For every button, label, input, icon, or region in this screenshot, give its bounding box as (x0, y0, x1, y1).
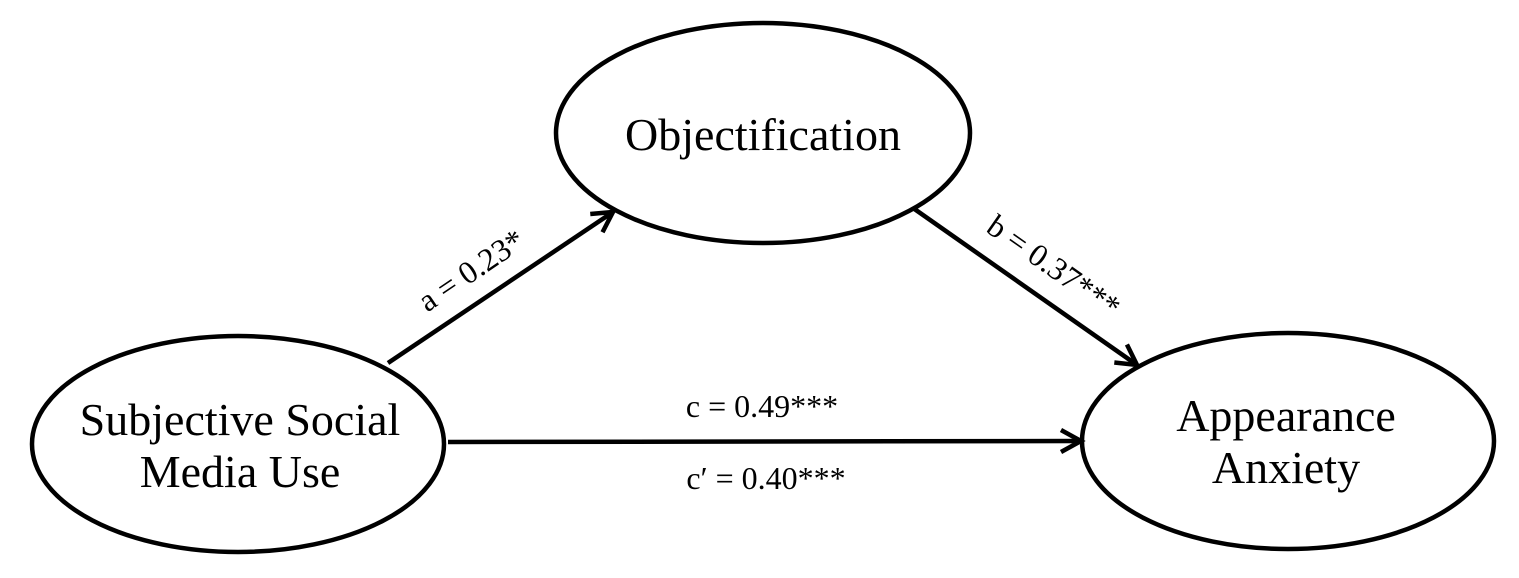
path-c-arrow (447, 428, 1086, 455)
path-c-prime-label: c′ = 0.40*** (686, 460, 846, 496)
path-c-label: c = 0.49*** (685, 388, 839, 424)
node-mediator-ellipse (553, 20, 973, 246)
path-b-arrow (911, 206, 1141, 368)
node-predictor-label: Subjective Social Media Use (79, 394, 401, 497)
path-a-arrow (386, 209, 617, 365)
node-predictor-ellipse (29, 333, 447, 555)
node-mediator-label: Objectification (625, 109, 901, 160)
node-outcome-label: Appearance Anxiety (1176, 390, 1396, 493)
